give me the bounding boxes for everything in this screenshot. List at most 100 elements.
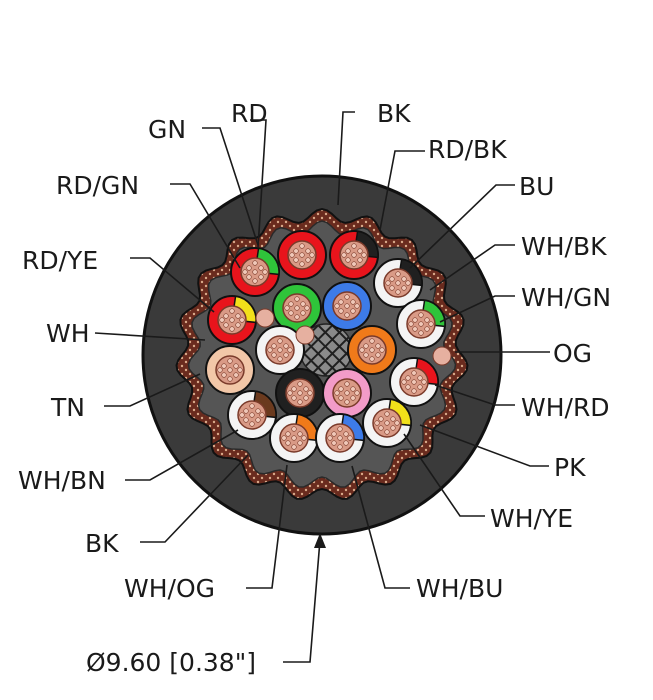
strand [297, 381, 303, 387]
strand [258, 274, 264, 280]
diameter-label: Ø9.60 [0.38"] [86, 648, 256, 677]
strand [297, 390, 303, 396]
strand [242, 269, 248, 275]
strand [223, 322, 229, 328]
strand [229, 326, 235, 332]
conductor-rd [277, 230, 327, 280]
leader-line [130, 257, 215, 313]
strand [338, 386, 344, 392]
leader-line [379, 150, 425, 231]
strand [258, 265, 264, 271]
strand [300, 310, 306, 316]
strand [405, 384, 411, 390]
strand [337, 444, 343, 450]
leader-line [94, 332, 206, 341]
strand [293, 248, 299, 254]
strand [378, 416, 384, 422]
strand [344, 294, 350, 300]
strand [255, 408, 261, 414]
strand [351, 261, 357, 267]
strand [424, 326, 430, 332]
strand [283, 352, 289, 358]
strand [299, 252, 305, 258]
label-rd-ye: RD/YE [22, 246, 98, 275]
strand [297, 399, 303, 405]
strand [412, 326, 418, 332]
strand [418, 321, 424, 327]
strand [249, 421, 255, 427]
strand [338, 299, 344, 305]
label-bk-lower: BK [85, 529, 119, 558]
strand [395, 271, 401, 277]
leader-line [125, 429, 239, 481]
strand [385, 280, 391, 286]
strand [262, 269, 268, 275]
strand [344, 312, 350, 318]
leader-line [283, 539, 321, 663]
strand [233, 372, 239, 378]
drain-filler [295, 325, 315, 345]
strand [246, 274, 252, 280]
strand [401, 379, 407, 385]
strand [351, 252, 357, 258]
strand [281, 435, 287, 441]
strand [375, 343, 381, 349]
label-bu: BU [519, 172, 554, 201]
strand [303, 395, 309, 401]
strand [229, 317, 235, 323]
strand [287, 390, 293, 396]
strand [421, 379, 427, 385]
strand [395, 289, 401, 295]
leader-line [439, 295, 515, 323]
strand [233, 363, 239, 369]
strand [357, 248, 363, 254]
conductor-wh-ye [362, 398, 412, 448]
conductor-wh-og [269, 413, 319, 463]
strand [384, 411, 390, 417]
strand [288, 301, 294, 307]
strand [347, 435, 353, 441]
strand [401, 276, 407, 282]
strand [259, 412, 265, 418]
strand [235, 313, 241, 319]
strand [300, 301, 306, 307]
strand [217, 367, 223, 373]
conductor-wh [255, 325, 305, 375]
leader-line [170, 183, 241, 269]
strand [291, 435, 297, 441]
leader-line [429, 244, 515, 291]
strand [417, 384, 423, 390]
leader-line [337, 111, 355, 206]
strand [374, 420, 380, 426]
label-tn: TN [50, 393, 85, 422]
strand [357, 257, 363, 263]
leader-line [351, 465, 410, 589]
label-wh-bk: WH/BK [521, 232, 607, 261]
strand [301, 435, 307, 441]
drain-filler [432, 346, 452, 366]
strand [354, 303, 360, 309]
strand [405, 280, 411, 286]
strand [338, 395, 344, 401]
leader-line [202, 127, 259, 246]
strand [418, 330, 424, 336]
strand [401, 285, 407, 291]
strand [277, 347, 283, 353]
strand [390, 425, 396, 431]
strand [221, 363, 227, 369]
strand [305, 257, 311, 263]
strand [227, 376, 233, 382]
strand [350, 308, 356, 314]
strand [239, 317, 245, 323]
strand [350, 386, 356, 392]
conductor-bk [329, 230, 379, 280]
strand [424, 317, 430, 323]
conductor-wh-bn [227, 390, 277, 440]
leader-line [409, 184, 515, 269]
strand [271, 352, 277, 358]
strand [289, 252, 295, 258]
strand [305, 248, 311, 254]
strand [361, 252, 367, 258]
strand [237, 367, 243, 373]
strand [288, 310, 294, 316]
